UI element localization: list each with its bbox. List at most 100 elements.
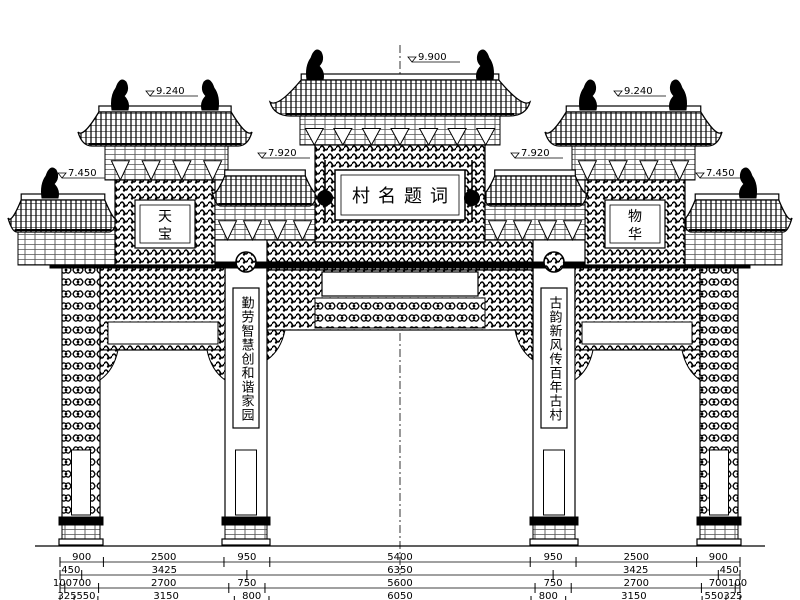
outer-left-ridge-beast-icon bbox=[41, 167, 59, 199]
dimension-label: 950 bbox=[544, 552, 563, 563]
elevation-main-marker bbox=[407, 56, 417, 63]
right-tower-brackets-bracket bbox=[669, 160, 690, 182]
elevation-outer-right-marker bbox=[695, 172, 705, 179]
elevation-middle-right: 7.920 bbox=[521, 148, 550, 159]
left-couplet-board bbox=[232, 287, 260, 429]
main-blank-board bbox=[321, 271, 479, 297]
outer-right-pillar-base-top bbox=[696, 516, 742, 526]
dimension-label: 900 bbox=[709, 552, 728, 563]
outer-left-roof-tiles bbox=[7, 199, 119, 233]
elevation-main: 9.900 bbox=[418, 52, 447, 63]
dimension-label: 3150 bbox=[621, 591, 646, 600]
middle-right-brackets-bracket bbox=[487, 220, 508, 242]
lantern-right-icon bbox=[464, 190, 480, 206]
sparrow-brace bbox=[99, 349, 119, 381]
right-tower-brackets-bracket bbox=[577, 160, 598, 182]
main-brackets-bracket bbox=[447, 128, 467, 147]
elevation-outer-left: 7.450 bbox=[68, 168, 97, 179]
dimension-label: 325 bbox=[57, 591, 76, 600]
dimension-label: 550 bbox=[704, 591, 723, 600]
right-tower-roof-tiles bbox=[544, 111, 723, 147]
left-tower-brackets-bracket bbox=[110, 160, 131, 182]
dimension-label: 700 bbox=[709, 578, 728, 589]
main-brackets-bracket bbox=[418, 128, 439, 147]
left-tower-brackets-bracket bbox=[202, 160, 223, 182]
sparrow-brace bbox=[266, 329, 286, 361]
middle-left-roof-tiles bbox=[211, 175, 319, 207]
elevation-outer-left-marker bbox=[57, 172, 67, 179]
outer-right-ridge-beast-icon bbox=[739, 167, 757, 199]
left-tower-brackets-bracket bbox=[172, 160, 192, 182]
dimension-label: 2700 bbox=[624, 578, 649, 589]
left-panel-char: 天 bbox=[158, 209, 172, 225]
middle-left-brackets-bracket bbox=[267, 220, 288, 242]
inner-left-pillar-base-top bbox=[221, 516, 271, 526]
middle-left-brackets-bracket bbox=[217, 220, 238, 242]
dimension-label: 450 bbox=[61, 565, 80, 576]
right-tower-beast-right-icon bbox=[669, 79, 687, 111]
main-board-char: 词 bbox=[430, 186, 448, 207]
right-couplet-board bbox=[540, 287, 568, 429]
sparrow-brace bbox=[681, 349, 701, 381]
outer-right-pillar-shaft-panel bbox=[709, 449, 729, 516]
dimension-label: 3425 bbox=[152, 565, 177, 576]
left-panel-char: 宝 bbox=[158, 227, 172, 243]
right-couplet-text: 古韵新风传百年古村 bbox=[547, 296, 563, 422]
dimension-label: 5600 bbox=[387, 578, 412, 589]
main-name-board-frame bbox=[340, 174, 460, 216]
inner-right-pillar-base-top bbox=[529, 516, 579, 526]
middle-left-brackets-bracket bbox=[292, 220, 313, 242]
dimension-label: 100 bbox=[53, 578, 72, 589]
elevation-left-tower-marker bbox=[145, 90, 155, 97]
lantern-left-icon bbox=[317, 190, 333, 206]
outer-left-bracket-zone bbox=[17, 229, 119, 266]
outer-right-pillar-plinth bbox=[696, 538, 742, 546]
sparrow-brace bbox=[514, 329, 534, 361]
sparrow-brace bbox=[206, 349, 226, 381]
left-beam-panel bbox=[107, 321, 219, 345]
left-tower-roof-tiles bbox=[77, 111, 253, 147]
right-tower-brackets-bracket bbox=[608, 160, 628, 182]
right-tower-panel-frame bbox=[609, 204, 661, 244]
middle-right-roof-ridge bbox=[494, 169, 576, 177]
elevation-outer-right: 7.450 bbox=[706, 168, 735, 179]
main-brackets-bracket bbox=[304, 128, 325, 147]
outer-right-roof-tiles bbox=[681, 199, 793, 233]
main-roof-beast-right-icon bbox=[476, 49, 494, 81]
middle-left-roof-ridge bbox=[224, 169, 306, 177]
dimension-label: 700 bbox=[72, 578, 91, 589]
left-tower-panel bbox=[134, 199, 196, 249]
main-roof-ridge bbox=[300, 73, 500, 81]
main-board-char: 题 bbox=[404, 186, 422, 207]
outer-right-pillar-base bbox=[699, 524, 739, 540]
main-brackets-bracket bbox=[361, 128, 382, 147]
dimension-label: 800 bbox=[539, 591, 558, 600]
lion-head-medallion bbox=[543, 251, 565, 273]
main-brackets-bracket bbox=[333, 128, 353, 147]
right-tower-panel bbox=[604, 199, 666, 249]
elevation-right-tower-marker bbox=[613, 90, 623, 97]
left-tower-beast-right-icon bbox=[201, 79, 219, 111]
outer-left-roof-ridge bbox=[20, 193, 106, 201]
outer-left-pillar-base-top bbox=[58, 516, 104, 526]
middle-left-brackets-bracket bbox=[242, 220, 263, 242]
inner-left-pillar-shaft-panel bbox=[235, 449, 257, 516]
outer-left-pillar-base bbox=[61, 524, 101, 540]
dimension-label: 750 bbox=[237, 578, 256, 589]
dimension-label: 3425 bbox=[623, 565, 648, 576]
right-panel-char: 物 bbox=[628, 209, 642, 225]
inner-right-pillar-base bbox=[532, 524, 576, 540]
elevation-middle-left-marker bbox=[257, 152, 267, 159]
outer-left-pillar-plinth bbox=[58, 538, 104, 546]
middle-right-brackets-bracket bbox=[562, 220, 583, 242]
dimension-label: 6350 bbox=[387, 565, 412, 576]
dimension-label: 550 bbox=[76, 591, 95, 600]
dimension-label: 2500 bbox=[151, 552, 176, 563]
dimension-label: 5400 bbox=[387, 552, 412, 563]
elevation-middle-left: 7.920 bbox=[268, 148, 297, 159]
outer-left-pillar-shaft-panel bbox=[71, 449, 91, 516]
elevation-middle-right-marker bbox=[510, 152, 520, 159]
main-roof-tiles bbox=[268, 79, 532, 117]
